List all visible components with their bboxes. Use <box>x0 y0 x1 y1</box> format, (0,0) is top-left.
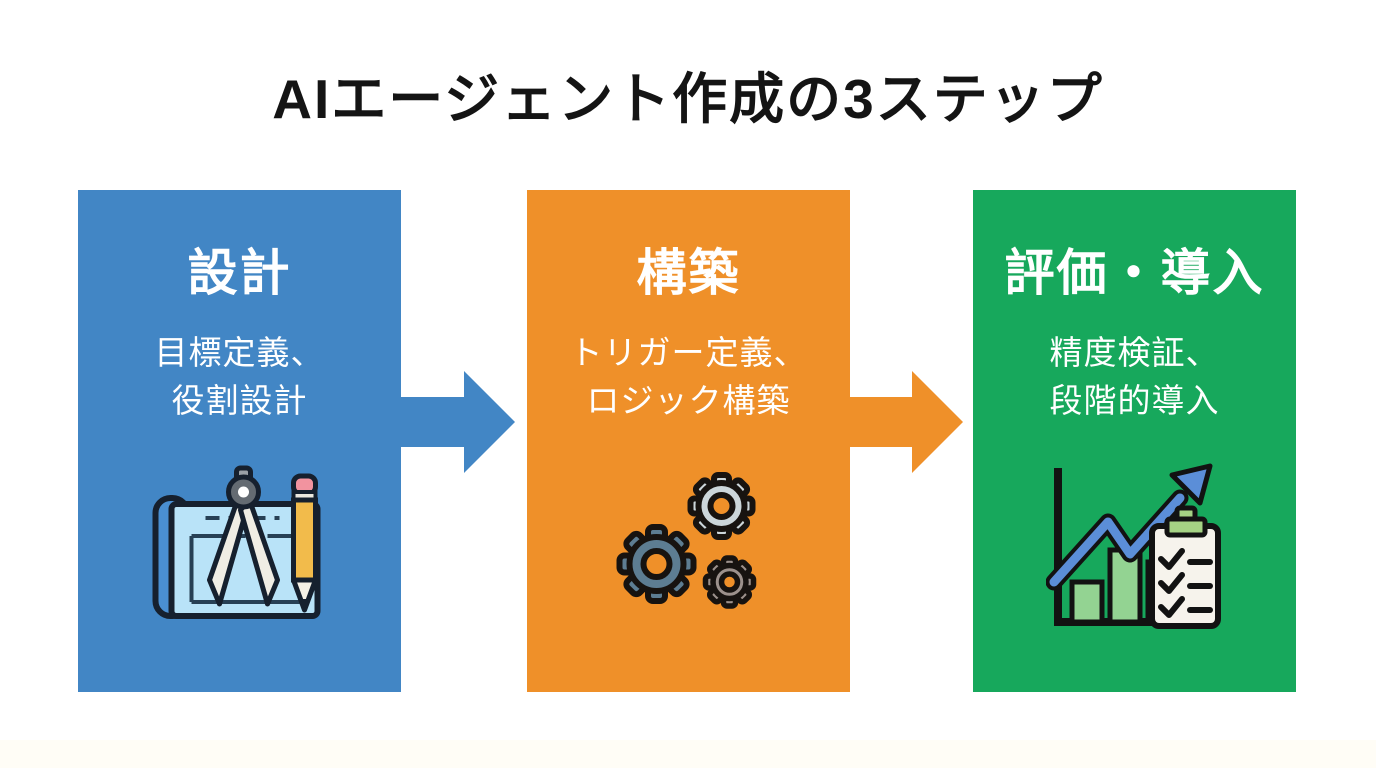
step-heading-eval-deploy: 評価・導入 <box>1004 245 1265 301</box>
arrow-head <box>912 371 963 473</box>
step-desc-build: トリガー定義、 ロジック構築 <box>527 329 850 425</box>
gears-icon <box>601 462 776 622</box>
step-desc-eval-line1: 精度検証、 <box>1049 334 1220 371</box>
step-card-build: 構築 トリガー定義、 ロジック構築 <box>527 190 850 692</box>
arrow-head <box>464 371 515 473</box>
flow-arrow-design-to-build-icon <box>398 371 515 473</box>
step-heading-build: 構築 <box>636 245 741 301</box>
step-card-design: 設計 目標定義、 役割設計 <box>78 190 401 692</box>
step-desc-build-line1: トリガー定義、 <box>569 334 808 371</box>
step-desc-design-line2: 役割設計 <box>171 382 308 419</box>
blueprint-compass-pencil-icon <box>147 462 332 630</box>
step-desc-eval-line2: 段階的導入 <box>1049 382 1220 419</box>
step-desc-build-line2: ロジック構築 <box>586 382 791 419</box>
step-desc-eval-deploy: 精度検証、 段階的導入 <box>973 329 1296 425</box>
footer-watermark-band <box>0 740 1376 768</box>
flow-arrow-build-to-eval-icon <box>846 371 963 473</box>
step-card-eval-deploy: 評価・導入 精度検証、 段階的導入 <box>973 190 1296 692</box>
step-desc-design-line1: 目標定義、 <box>154 334 325 371</box>
step-heading-design: 設計 <box>187 245 292 301</box>
page-title: AIエージェント作成の3ステップ <box>272 68 1104 130</box>
arrow-shaft <box>846 397 914 447</box>
arrow-shaft <box>398 397 466 447</box>
chart-growth-checklist-icon <box>1045 462 1224 630</box>
step-desc-design: 目標定義、 役割設計 <box>78 329 401 425</box>
